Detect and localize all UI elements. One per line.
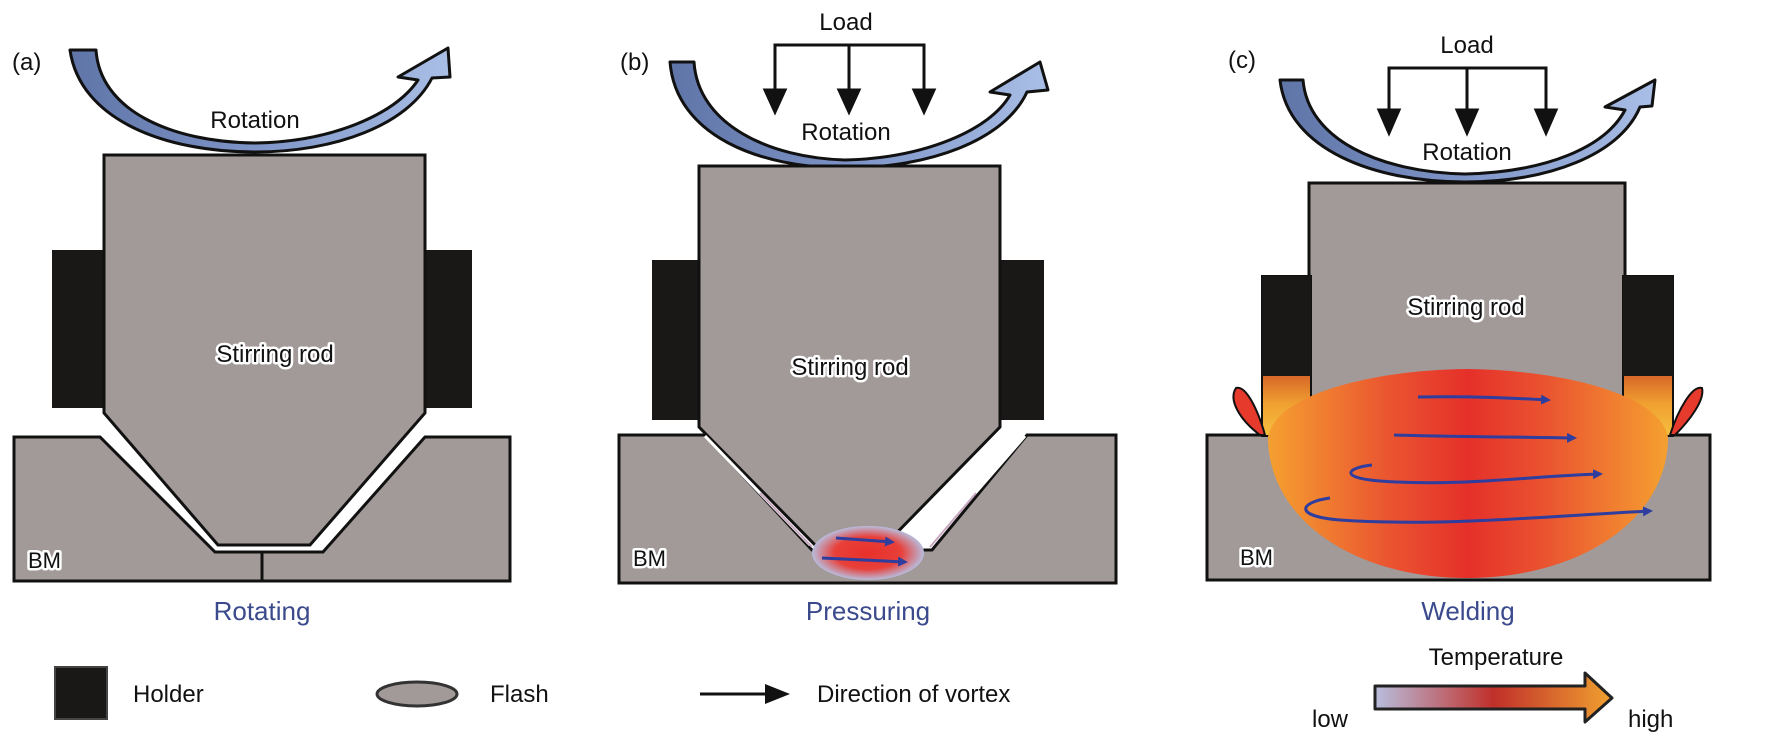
bm-label: BM <box>633 546 666 571</box>
temperature-title: Temperature <box>1429 644 1564 671</box>
gap-right <box>928 435 1027 546</box>
flash-lip-right <box>1668 386 1704 436</box>
vortex-arrows <box>821 536 908 567</box>
stirring-rod-label: Stirring rod <box>1407 294 1524 321</box>
stage-label-welding: Welding <box>1421 596 1514 626</box>
vortex-arrow-icon <box>821 556 908 567</box>
base-metal-right <box>260 435 512 583</box>
vortex-arrow-icon <box>1417 394 1551 405</box>
load-arrows-icon <box>1376 66 1559 137</box>
panel-b: (b) Load Rotation Stirring rod BM Pressu… <box>617 9 1118 626</box>
holder-right <box>423 250 472 408</box>
flash-legend-icon <box>375 680 459 708</box>
rotation-label: Rotation <box>210 107 299 134</box>
vortex-arrow-icon <box>835 536 895 547</box>
temperature-high-label: high <box>1628 706 1673 733</box>
stage-label-rotating: Rotating <box>214 596 311 626</box>
bm-label: BM <box>1240 545 1273 570</box>
legend-holder-label: Holder <box>133 681 204 708</box>
weld-hot-zone <box>1268 369 1668 578</box>
panel-tag: (a) <box>12 49 41 76</box>
flash-trace-left <box>759 492 813 548</box>
rotation-arrow-icon <box>1278 78 1657 184</box>
panel-tag: (c) <box>1228 47 1256 74</box>
holder-left <box>52 250 104 408</box>
rotation-arrow-icon <box>668 60 1050 170</box>
vortex-arrow-icon <box>1304 496 1653 524</box>
load-label: Load <box>1440 32 1493 59</box>
vortex-arrows <box>1304 394 1653 524</box>
legend: Holder Flash Direction of vortex Tempera… <box>54 644 1673 733</box>
flash-trace-right <box>929 492 977 548</box>
bm-label: BM <box>28 548 61 573</box>
vortex-arrow-icon <box>1349 463 1603 485</box>
rotation-label: Rotation <box>1422 139 1511 166</box>
panel-a: (a) Rotation Stirring rod BM Rotating <box>12 46 512 626</box>
legend-vortex-label: Direction of vortex <box>817 681 1010 708</box>
holder-left <box>652 260 701 420</box>
vortex-direction-legend-icon <box>700 684 790 704</box>
stirring-rod-label: Stirring rod <box>216 341 333 368</box>
load-arrows-icon <box>762 43 937 116</box>
legend-flash-label: Flash <box>490 681 549 708</box>
panel-tag: (b) <box>620 49 649 76</box>
holder-legend-icon <box>54 666 108 720</box>
temperature-scale-arrow-icon <box>1373 671 1614 724</box>
temperature-low-label: low <box>1312 706 1349 733</box>
stage-label-pressuring: Pressuring <box>806 596 930 626</box>
flash-lip-left <box>1232 386 1267 436</box>
stirring-rod-label: Stirring rod <box>791 354 908 381</box>
load-label: Load <box>819 9 872 36</box>
vortex-arrow-icon <box>1393 432 1577 443</box>
rotation-label: Rotation <box>801 119 890 146</box>
flash-zone <box>812 526 924 580</box>
panel-c: (c) Load Rotation Stirring rod <box>1205 32 1712 626</box>
stirring-rod <box>102 153 427 547</box>
holder-right <box>999 260 1044 420</box>
rotation-arrow-icon <box>68 46 452 154</box>
